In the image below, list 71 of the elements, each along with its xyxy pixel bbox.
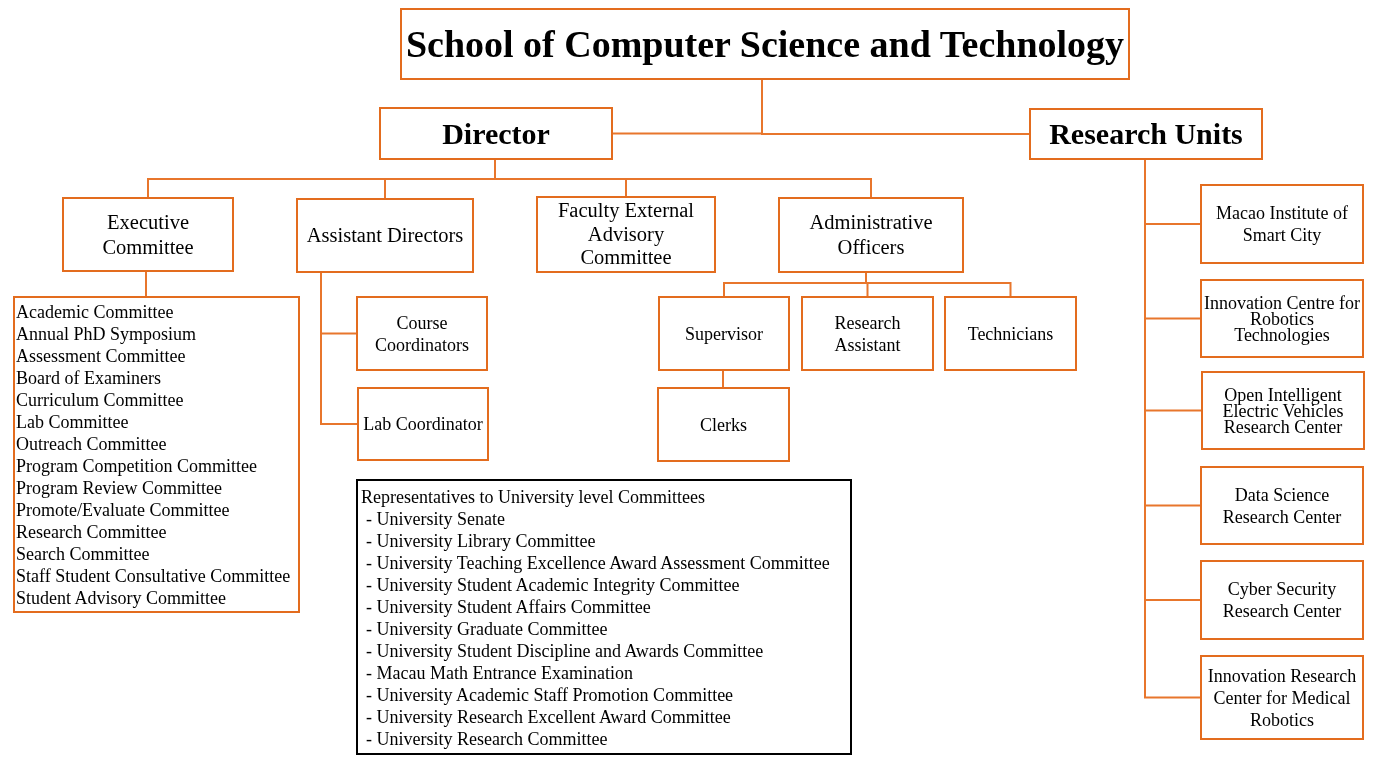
box-label: Faculty External Advisory Committee xyxy=(556,199,696,270)
list-item: - Macau Math Entrance Examination xyxy=(365,662,633,684)
org-unit-box xyxy=(1200,184,1364,264)
box-label: Innovation Research Center for Medical Robotics xyxy=(1206,664,1358,731)
box-label: Lab Coordinator xyxy=(363,413,483,435)
org-unit-box xyxy=(536,196,716,273)
org-unit-box xyxy=(356,296,488,371)
org-unit-box xyxy=(357,387,489,461)
box-label: Supervisor xyxy=(685,322,763,345)
org-unit-box xyxy=(400,8,1130,80)
connector-line xyxy=(761,79,1030,135)
box-label: Course Coordinators xyxy=(374,311,470,356)
org-unit-box xyxy=(1200,279,1364,358)
org-unit-box xyxy=(379,107,613,160)
list-item: Program Competition Committee xyxy=(16,455,257,477)
org-unit-box xyxy=(296,198,474,273)
org-unit-box xyxy=(801,296,934,371)
box-label: Research Assistant xyxy=(833,311,902,356)
list-item: Promote/Evaluate Committee xyxy=(16,499,230,521)
box-label: Administrative Officers xyxy=(808,210,934,260)
box-label: Data Science Research Center xyxy=(1221,483,1343,528)
list-box xyxy=(13,296,300,613)
list-item: - University Senate xyxy=(365,508,505,530)
box-label: Innovation Centre for Robotics Technologies xyxy=(1203,294,1361,343)
box-label: Open Intelligent Electric Vehicles Research Center xyxy=(1221,386,1345,435)
list-item: Program Review Committee xyxy=(16,477,222,499)
org-unit-box xyxy=(1201,371,1365,450)
box-label: Technicians xyxy=(967,322,1054,345)
list-heading: Representatives to University level Committees xyxy=(361,486,705,508)
list-item: Annual PhD Symposium xyxy=(16,323,197,345)
box-label: Research Units xyxy=(1049,116,1243,152)
box-label: Clerks xyxy=(700,413,747,436)
connector-line xyxy=(865,272,1012,297)
org-unit-box xyxy=(1200,560,1364,640)
org-unit-box xyxy=(778,197,964,273)
box-label: Cyber Security Research Center xyxy=(1221,578,1343,622)
list-item: Outreach Committee xyxy=(16,433,167,455)
list-item: - University Teaching Excellence Award Assessment Committee xyxy=(365,552,830,574)
list-item: - University Research Committee xyxy=(365,728,608,750)
list-box xyxy=(356,479,852,755)
box-label: Assistant Directors xyxy=(306,223,464,248)
list-item: Assessment Committee xyxy=(16,345,186,367)
list-item: - University Student Academic Integrity Committee xyxy=(365,574,740,596)
list-item: - University Research Excellent Award Committee xyxy=(365,706,731,728)
box-label: Macao Institute of Smart City xyxy=(1215,202,1349,246)
list-item: - University Student Affairs Committee xyxy=(365,596,651,618)
box-label: School of Computer Science and Technology xyxy=(405,22,1125,66)
connector-line xyxy=(320,272,358,425)
connector-line xyxy=(722,370,724,388)
org-unit-box xyxy=(657,387,790,462)
org-unit-box xyxy=(1200,466,1364,545)
list-item: - University Graduate Committee xyxy=(365,618,608,640)
org-unit-box xyxy=(1200,655,1364,740)
connector-line xyxy=(145,271,147,297)
list-item: Staff Student Consultative Committee xyxy=(16,565,291,587)
list-item: Lab Committee xyxy=(16,411,129,433)
box-label: Executive Committee xyxy=(101,209,195,260)
list-item: - University Academic Staff Promotion Committee xyxy=(365,684,734,706)
org-unit-box xyxy=(658,296,790,371)
list-item: Academic Committee xyxy=(16,301,174,323)
list-item: Curriculum Committee xyxy=(16,389,184,411)
list-item: - University Student Discipline and Awards Committee xyxy=(365,640,764,662)
org-unit-box xyxy=(1029,108,1263,160)
list-item: Student Advisory Committee xyxy=(16,587,226,609)
list-item: Search Committee xyxy=(16,543,150,565)
list-item: Board of Examiners xyxy=(16,367,161,389)
org-unit-box xyxy=(944,296,1077,371)
list-item: - University Library Committee xyxy=(365,530,596,552)
box-label: Director xyxy=(442,115,550,152)
list-item: Research Committee xyxy=(16,521,167,543)
org-unit-box xyxy=(62,197,234,272)
